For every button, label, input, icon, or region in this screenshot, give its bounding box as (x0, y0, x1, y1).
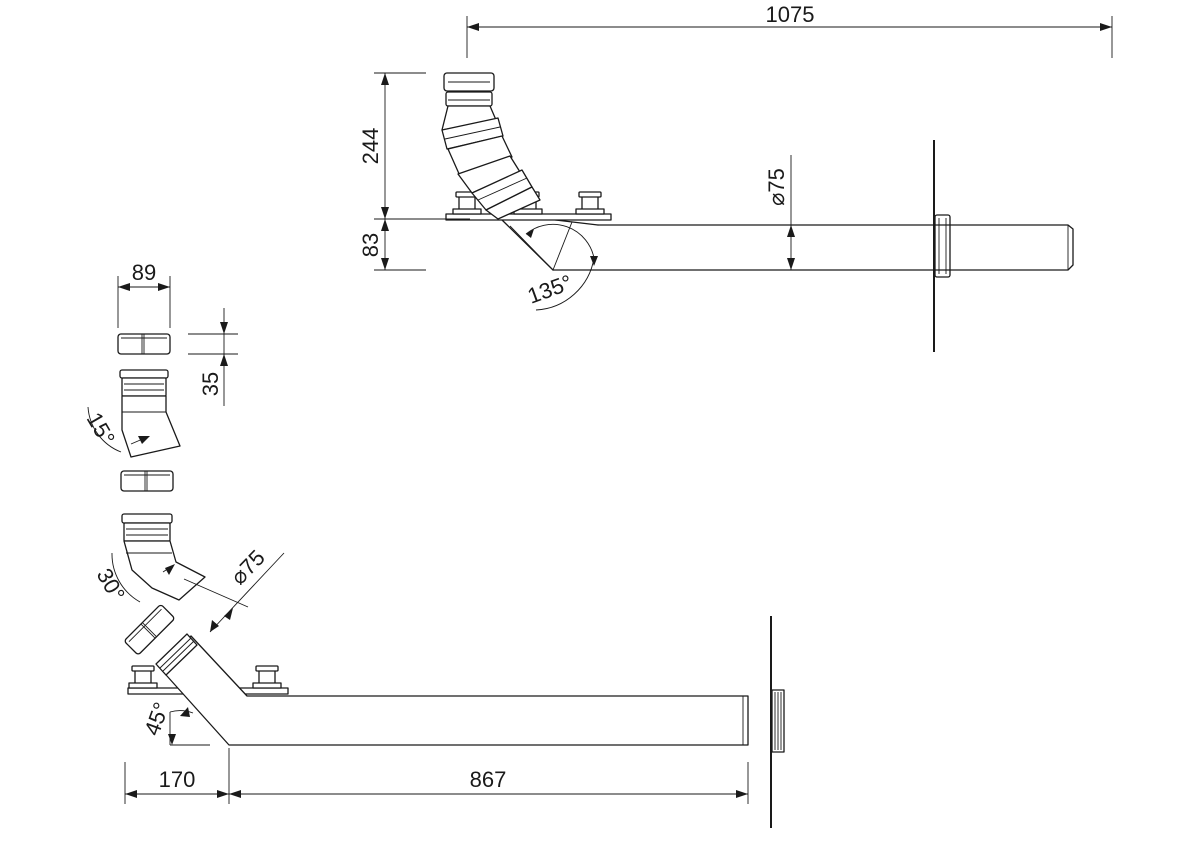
coupler-piece-2 (120, 470, 174, 492)
dim-pipe-length: 867 (229, 762, 749, 804)
dim-bottom-diameter-label: ⌀75 (226, 545, 270, 589)
top-wall-flange (934, 214, 951, 278)
dim-bracket-height-label: 83 (358, 233, 383, 257)
top-elbow-chain (441, 72, 541, 220)
top-inclined-pipe (500, 218, 599, 271)
dim-offset-length-label: 170 (159, 767, 196, 792)
dim-pipe-length-label: 867 (470, 767, 507, 792)
dim-top-diameter-label: ⌀75 (764, 168, 789, 206)
dim-coupler-width-label: 89 (132, 260, 156, 285)
dim-coupler-height-label: 35 (198, 372, 223, 396)
top-angle-135: 135° (509, 221, 598, 311)
dim-overall-length: 1075 (466, 2, 1113, 58)
dim-offset-length: 170 (124, 748, 230, 804)
top-horizontal-pipe (552, 224, 1074, 271)
dim-elbow-height: 244 (358, 72, 470, 220)
dim-coupler-height: 35 (188, 308, 238, 406)
dim-overall-length-label: 1075 (766, 2, 815, 27)
angle-15-label: 15° (82, 408, 120, 449)
dim-elbow-height-label: 244 (358, 128, 383, 165)
dim-coupler-width: 89 (117, 260, 171, 328)
dim-top-diameter: ⌀75 (764, 155, 795, 270)
bottom-wall-flange (771, 689, 785, 753)
dim-bracket-height: 83 (358, 219, 426, 271)
elbow-30-degree (121, 513, 206, 601)
lower-pipe-assembly (127, 633, 749, 746)
dim-bottom-diameter: ⌀75 (183, 545, 285, 633)
angle-135-label: 135° (524, 270, 575, 309)
elbow-15-degree (119, 369, 181, 458)
coupler-piece-3 (123, 603, 176, 656)
exploded-assembly-view: 89 35 15° (82, 260, 785, 828)
angle-45-label: 45° (139, 699, 174, 739)
coupler-piece-1 (117, 333, 171, 355)
top-mounting-bracket (445, 191, 612, 221)
top-assembly-view: 135° 1075 244 83 (358, 2, 1113, 352)
angle-30-label: 30° (92, 564, 130, 605)
